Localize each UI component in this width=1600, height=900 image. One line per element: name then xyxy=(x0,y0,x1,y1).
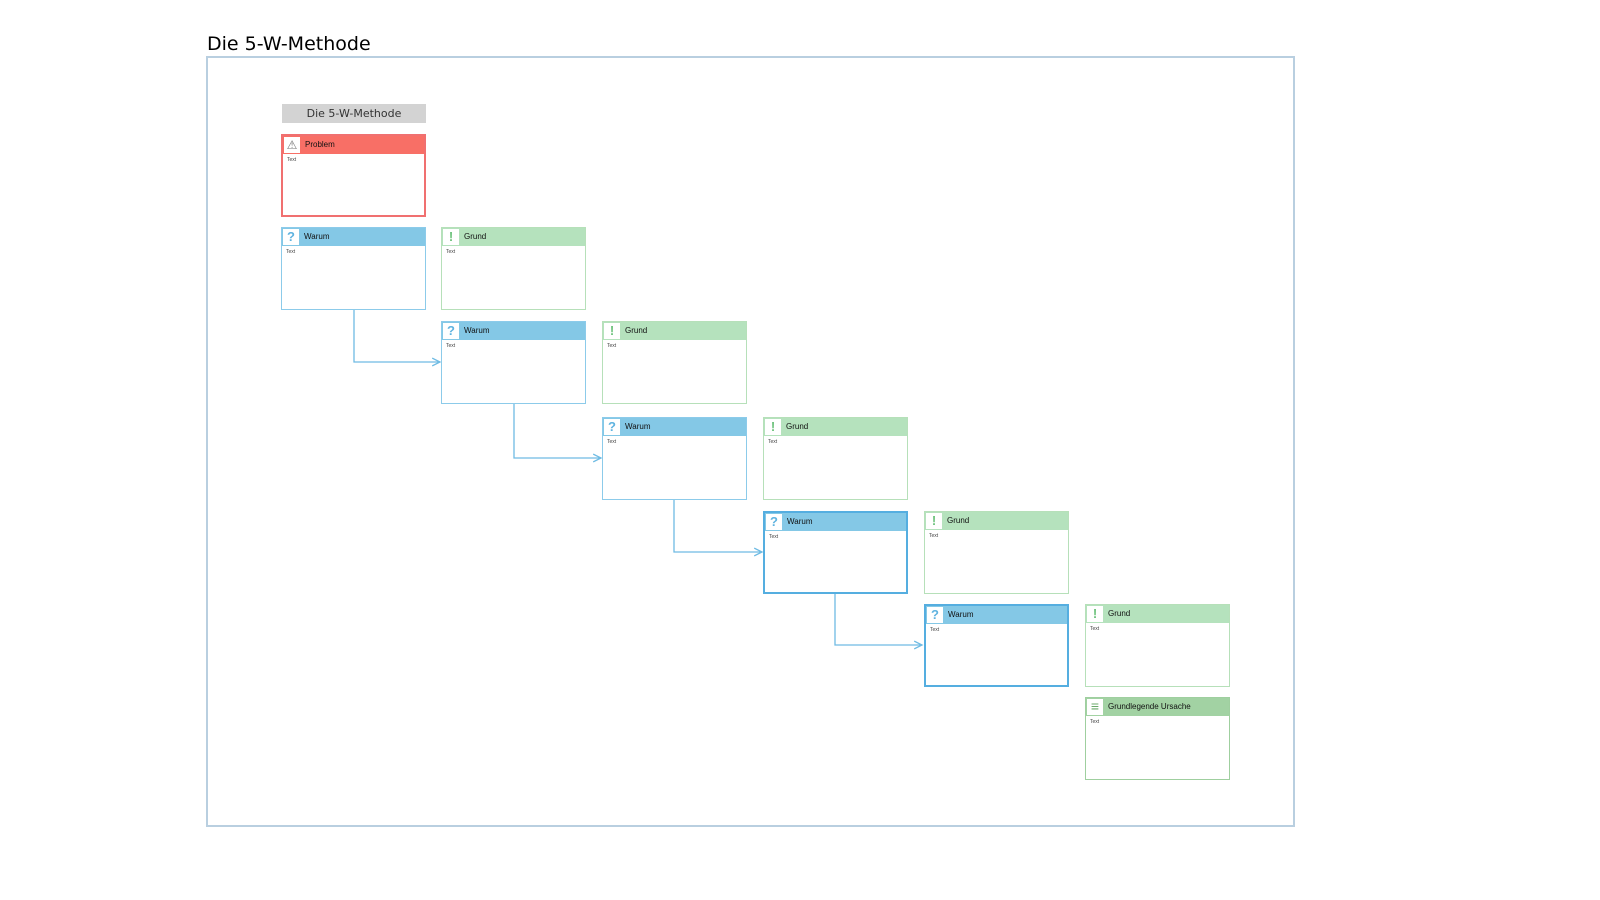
reason-label: Grund xyxy=(947,516,970,525)
page-title: Die 5-W-Methode xyxy=(207,33,371,55)
reason-card-4[interactable]: ! Grund Text xyxy=(924,511,1069,594)
why-text[interactable]: Text xyxy=(286,249,296,255)
exclamation-icon: ! xyxy=(765,419,781,435)
why-text[interactable]: Text xyxy=(607,439,617,445)
reason-text[interactable]: Text xyxy=(607,343,617,349)
diagram-header: Die 5-W-Methode xyxy=(282,104,426,123)
reason-label: Grund xyxy=(625,326,648,335)
why-card-header: ? Warum xyxy=(926,606,1067,624)
why-label: Warum xyxy=(464,326,490,335)
why-card-4[interactable]: ? Warum Text xyxy=(763,511,908,594)
reason-label: Grund xyxy=(1108,609,1131,618)
why-card-2[interactable]: ? Warum Text xyxy=(441,321,586,404)
question-mark-icon: ? xyxy=(766,514,782,530)
warning-triangle-icon: ⚠ xyxy=(284,137,300,153)
why-card-header: ? Warum xyxy=(442,322,585,340)
reason-label: Grund xyxy=(464,232,487,241)
reason-text[interactable]: Text xyxy=(1090,626,1100,632)
exclamation-icon: ! xyxy=(604,323,620,339)
exclamation-icon: ! xyxy=(1087,606,1103,622)
root-cause-text[interactable]: Text xyxy=(1090,719,1100,725)
problem-card[interactable]: ⚠ Problem Text xyxy=(281,134,426,217)
why-label: Warum xyxy=(625,422,651,431)
reason-card-header: ! Grund xyxy=(603,322,746,340)
root-cause-card[interactable]: ≡ Grundlegende Ursache Text xyxy=(1085,697,1230,780)
why-card-1[interactable]: ? Warum Text xyxy=(281,227,426,310)
why-text[interactable]: Text xyxy=(446,343,456,349)
reason-card-header: ! Grund xyxy=(925,512,1068,530)
question-mark-icon: ? xyxy=(283,229,299,245)
reason-card-1[interactable]: ! Grund Text xyxy=(441,227,586,310)
why-card-header: ? Warum xyxy=(603,418,746,436)
root-cause-label: Grundlegende Ursache xyxy=(1108,702,1191,711)
why-card-header: ? Warum xyxy=(282,228,425,246)
reason-card-3[interactable]: ! Grund Text xyxy=(763,417,908,500)
reason-text[interactable]: Text xyxy=(446,249,456,255)
why-card-5[interactable]: ? Warum Text xyxy=(924,604,1069,687)
problem-label: Problem xyxy=(305,140,335,149)
why-card-header: ? Warum xyxy=(765,513,906,531)
reason-card-header: ! Grund xyxy=(764,418,907,436)
problem-card-header: ⚠ Problem xyxy=(283,136,424,154)
reason-card-2[interactable]: ! Grund Text xyxy=(602,321,747,404)
reason-text[interactable]: Text xyxy=(768,439,778,445)
reason-card-header: ! Grund xyxy=(442,228,585,246)
why-text[interactable]: Text xyxy=(769,534,779,540)
reason-card-header: ! Grund xyxy=(1086,605,1229,623)
question-mark-icon: ? xyxy=(927,607,943,623)
equals-icon: ≡ xyxy=(1087,699,1103,715)
exclamation-icon: ! xyxy=(926,513,942,529)
why-card-3[interactable]: ? Warum Text xyxy=(602,417,747,500)
why-label: Warum xyxy=(948,610,974,619)
root-cause-card-header: ≡ Grundlegende Ursache xyxy=(1086,698,1229,716)
reason-card-5[interactable]: ! Grund Text xyxy=(1085,604,1230,687)
reason-text[interactable]: Text xyxy=(929,533,939,539)
reason-label: Grund xyxy=(786,422,809,431)
exclamation-icon: ! xyxy=(443,229,459,245)
question-mark-icon: ? xyxy=(604,419,620,435)
question-mark-icon: ? xyxy=(443,323,459,339)
why-label: Warum xyxy=(787,517,813,526)
why-label: Warum xyxy=(304,232,330,241)
problem-text[interactable]: Text xyxy=(287,157,297,163)
why-text[interactable]: Text xyxy=(930,627,940,633)
